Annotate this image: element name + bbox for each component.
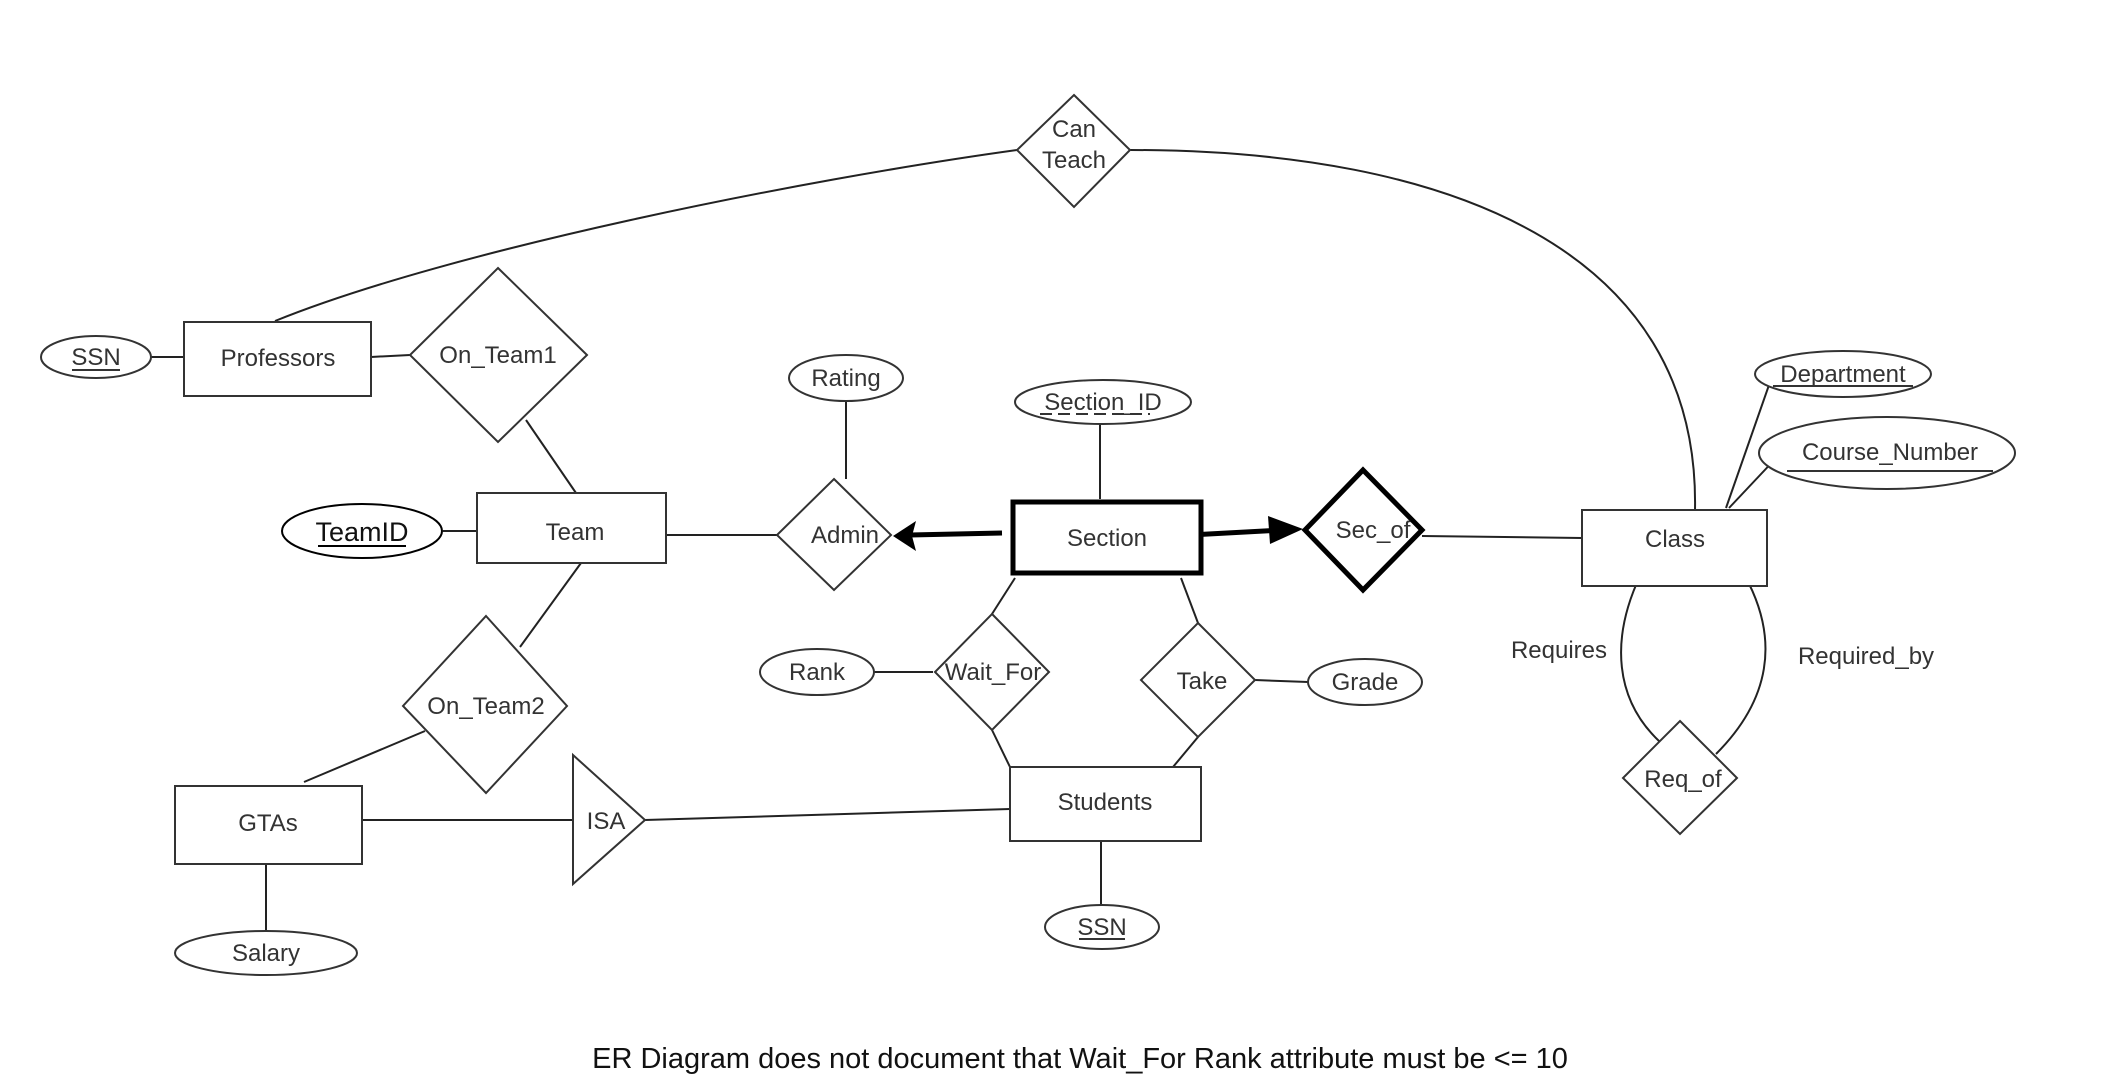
edge-professors-onteam1 xyxy=(370,354,411,358)
attribute-salary[interactable]: Salary xyxy=(174,930,358,976)
ellipse-grade xyxy=(1307,658,1423,706)
attribute-rank[interactable]: Rank xyxy=(759,648,875,696)
attribute-professor-ssn[interactable]: SSN xyxy=(40,335,152,379)
diamond-admin xyxy=(775,477,893,592)
relationship-on-team1[interactable]: On_Team1 xyxy=(408,266,589,444)
gtas-label: GTAs xyxy=(238,810,298,837)
rect-class xyxy=(1581,509,1768,587)
relationship-wait-for[interactable]: Wait_For xyxy=(933,612,1051,732)
edge-section-admin xyxy=(909,530,1003,538)
professors-label: Professors xyxy=(221,345,336,372)
edge-take-students xyxy=(1172,736,1199,768)
relationship-can-teach[interactable]: Can Teach xyxy=(1015,93,1132,209)
grade-label: Grade xyxy=(1332,669,1399,696)
entity-gtas[interactable]: GTAs xyxy=(174,785,363,865)
attribute-teamid[interactable]: TeamID xyxy=(281,503,443,559)
diamond-wait-for xyxy=(933,612,1051,732)
team-label: Team xyxy=(546,519,605,546)
on-team1-label: On_Team1 xyxy=(439,342,556,369)
rect-students xyxy=(1009,766,1202,842)
attribute-department[interactable]: Department xyxy=(1754,350,1932,398)
edge-department-class xyxy=(1725,364,1777,509)
arrowhead-admin-icon xyxy=(893,521,916,551)
edge-take-grade xyxy=(1254,679,1309,683)
rect-team xyxy=(476,492,667,564)
can-teach-label-line2: Teach xyxy=(1042,147,1106,174)
attribute-course-number[interactable]: Course_Number xyxy=(1758,416,2016,490)
rect-gtas xyxy=(174,785,363,865)
diamond-req-of xyxy=(1621,719,1739,836)
edge-isa-students xyxy=(644,808,1011,821)
teamid-label: TeamID xyxy=(315,517,408,547)
sec-of-label: Sec_of xyxy=(1336,517,1411,544)
edge-section-take xyxy=(1180,577,1199,624)
department-label: Department xyxy=(1780,361,1906,388)
on-team2-label: On_Team2 xyxy=(427,693,544,720)
relationship-sec-of[interactable]: Sec_of xyxy=(1301,466,1426,594)
relationship-take[interactable]: Take xyxy=(1139,621,1257,739)
course-number-label: Course_Number xyxy=(1802,439,1978,466)
connectors xyxy=(151,149,1779,931)
ellipse-rating xyxy=(788,354,904,402)
admin-label: Admin xyxy=(811,522,879,549)
ellipse-rank xyxy=(759,648,875,696)
entity-class[interactable]: Class xyxy=(1581,509,1768,587)
edge-professors-canteach xyxy=(274,149,1018,322)
attribute-grade[interactable]: Grade xyxy=(1307,658,1423,706)
rect-section xyxy=(1010,499,1204,576)
role-requires-label: Requires xyxy=(1511,637,1607,664)
section-id-label: Section_ID xyxy=(1044,389,1161,416)
edge-waitfor-students xyxy=(991,729,1011,768)
edge-canteach-class xyxy=(1129,149,1697,511)
entity-section[interactable]: Section xyxy=(1010,499,1204,576)
relationship-on-team2[interactable]: On_Team2 xyxy=(401,614,569,795)
edge-class-reqof-requires xyxy=(1620,575,1661,743)
wait-for-label: Wait_For xyxy=(945,659,1041,686)
req-of-label: Req_of xyxy=(1644,766,1722,793)
salary-label: Salary xyxy=(232,940,300,967)
ellipse-salary xyxy=(174,930,358,976)
attribute-student-ssn[interactable]: SSN xyxy=(1044,904,1160,950)
diamond-on-team2 xyxy=(401,614,569,795)
attribute-section-id[interactable]: Section_ID xyxy=(1014,379,1192,425)
diamond-sec-of xyxy=(1301,466,1426,594)
rating-label: Rating xyxy=(811,365,880,392)
role-required-by-label: Required_by xyxy=(1798,643,1934,670)
isa-triangle-shape xyxy=(572,752,647,887)
arrowhead-secof-icon xyxy=(1268,516,1303,544)
student-ssn-label: SSN xyxy=(1077,914,1126,941)
edge-section-waitfor xyxy=(991,577,1016,615)
class-label: Class xyxy=(1645,526,1705,553)
diamond-can-teach xyxy=(1015,93,1132,209)
entity-team[interactable]: Team xyxy=(476,492,667,564)
can-teach-label-line1: Can xyxy=(1052,116,1096,143)
relationship-admin[interactable]: Admin xyxy=(775,477,893,592)
professor-ssn-label: SSN xyxy=(71,344,120,371)
diagram-caption: ER Diagram does not document that Wait_F… xyxy=(592,1043,1568,1075)
section-label: Section xyxy=(1067,525,1147,552)
edge-onteam1-team xyxy=(525,419,577,494)
entity-professors[interactable]: Professors xyxy=(183,321,372,397)
relationship-req-of[interactable]: Req_of xyxy=(1621,719,1739,836)
isa-triangle[interactable]: ISA xyxy=(572,752,647,887)
edge-onteam2-gtas xyxy=(303,730,426,783)
rank-label: Rank xyxy=(789,659,846,686)
attribute-rating[interactable]: Rating xyxy=(788,354,904,402)
edge-section-secof xyxy=(1189,527,1284,538)
diamond-take xyxy=(1139,621,1257,739)
students-label: Students xyxy=(1058,789,1153,816)
diamond-on-team1 xyxy=(408,266,589,444)
isa-label: ISA xyxy=(587,808,626,835)
edge-class-reqof-requiredby xyxy=(1715,575,1767,755)
entity-students[interactable]: Students xyxy=(1009,766,1202,842)
ellipse-teamid xyxy=(281,503,443,559)
edge-team-onteam2 xyxy=(519,562,582,648)
ellipse-professor-ssn xyxy=(40,335,152,379)
ellipse-student-ssn xyxy=(1044,904,1160,950)
take-label: Take xyxy=(1177,668,1228,695)
edge-secof-class xyxy=(1421,535,1583,539)
rect-professors xyxy=(183,321,372,397)
